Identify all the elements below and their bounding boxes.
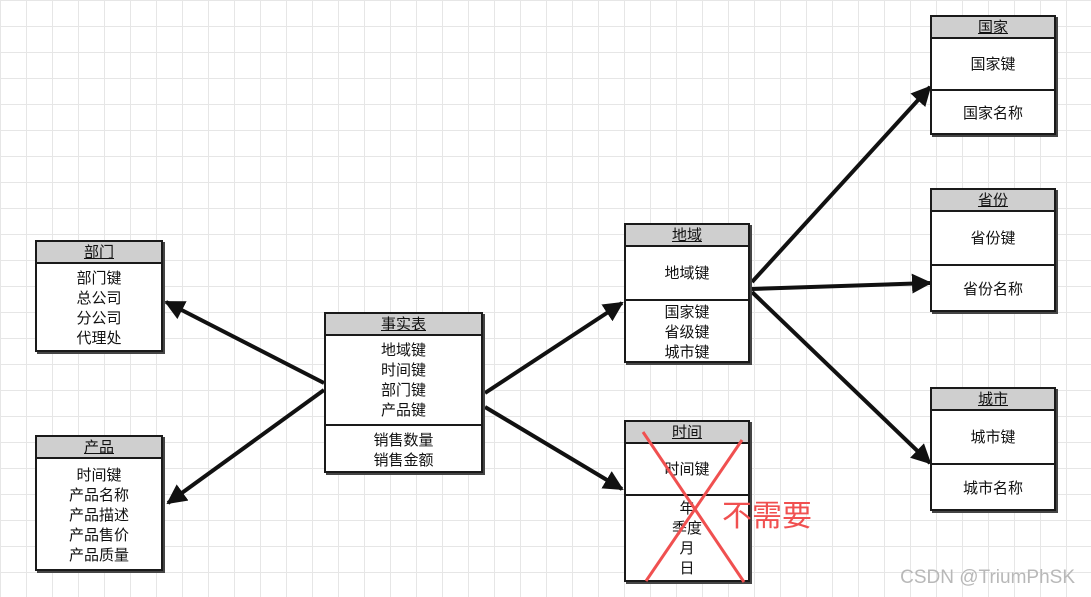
province-table: 省份 省份键 省份名称	[930, 188, 1056, 312]
province-table-header: 省份	[932, 190, 1054, 212]
region-table: 地域 地域键 国家键 省级键 城市键	[624, 223, 750, 363]
product-field: 产品质量	[68, 546, 129, 564]
province-field: 省份名称	[962, 280, 1023, 298]
time-field: 季度	[671, 519, 702, 537]
city-table-header: 城市	[932, 389, 1054, 411]
dept-table-title: 部门	[83, 243, 114, 261]
not-needed-annotation: 不需要	[722, 499, 812, 534]
arrow-region-to-province	[751, 273, 932, 294]
region-table-fields: 国家键 省级键 城市键	[626, 299, 748, 363]
fact-measure-field: 销售数量	[373, 430, 434, 449]
time-key-field: 时间键	[664, 460, 710, 478]
dept-field: 代理处	[76, 329, 122, 347]
product-field: 产品售价	[68, 526, 129, 544]
country-table-title: 国家	[977, 18, 1008, 36]
arrow-fact-to-time	[483, 405, 624, 491]
dept-table-header: 部门	[37, 242, 161, 264]
dept-field: 部门键	[76, 269, 122, 287]
dept-table: 部门 部门键 总公司 分公司 代理处	[35, 240, 163, 352]
time-field: 月	[679, 539, 695, 557]
fact-table: 事实表 地域键 时间键 部门键 产品键 销售数量 销售金额	[324, 312, 483, 473]
dept-table-fields: 部门键 总公司 分公司 代理处	[37, 264, 161, 352]
arrow-region-to-city	[750, 290, 932, 465]
province-table-key: 省份键	[932, 212, 1054, 264]
province-key-field: 省份键	[970, 229, 1016, 247]
product-field: 时间键	[76, 466, 122, 484]
city-field: 城市名称	[962, 479, 1023, 497]
country-table-key: 国家键	[932, 39, 1054, 89]
city-table-key: 城市键	[932, 411, 1054, 463]
product-table: 产品 时间键 产品名称 产品描述 产品售价 产品质量	[35, 435, 163, 571]
dept-field: 分公司	[76, 309, 122, 327]
region-key-field: 地域键	[664, 264, 710, 282]
time-table-header: 时间	[626, 422, 748, 444]
city-table: 城市 城市键 城市名称	[930, 387, 1056, 511]
country-key-field: 国家键	[970, 55, 1016, 73]
dept-field: 总公司	[76, 289, 122, 307]
fact-table-title: 事实表	[380, 315, 426, 333]
fact-measure-field: 销售金额	[373, 450, 434, 469]
fact-key-field: 产品键	[380, 401, 426, 419]
time-table-key: 时间键	[626, 444, 748, 494]
fact-table-measures: 销售数量 销售金额	[326, 424, 481, 473]
city-table-fields: 城市名称	[932, 463, 1054, 511]
arrow-fact-to-product	[166, 388, 326, 505]
province-table-title: 省份	[977, 191, 1008, 209]
region-table-header: 地域	[626, 225, 748, 247]
region-field: 城市键	[664, 343, 710, 361]
region-field: 省级键	[664, 323, 710, 341]
country-field: 国家名称	[962, 104, 1023, 122]
country-table-header: 国家	[932, 17, 1054, 39]
city-key-field: 城市键	[970, 428, 1016, 446]
province-table-fields: 省份名称	[932, 264, 1054, 312]
product-field: 产品名称	[68, 486, 129, 504]
fact-key-field: 时间键	[380, 361, 426, 379]
region-table-title: 地域	[671, 226, 702, 244]
fact-key-field: 地域键	[380, 341, 426, 359]
region-table-key: 地域键	[626, 247, 748, 299]
time-field: 日	[679, 559, 695, 577]
arrow-region-to-country	[750, 85, 932, 284]
fact-table-keys: 地域键 时间键 部门键 产品键	[326, 336, 481, 424]
time-table-title: 时间	[671, 423, 702, 441]
fact-table-header: 事实表	[326, 314, 481, 336]
arrow-fact-to-region	[483, 301, 624, 395]
country-table-fields: 国家名称	[932, 89, 1054, 135]
product-table-fields: 时间键 产品名称 产品描述 产品售价 产品质量	[37, 459, 161, 571]
arrow-fact-to-dept	[164, 300, 325, 385]
watermark: CSDN @TriumPhSK	[900, 567, 1075, 588]
fact-key-field: 部门键	[380, 381, 426, 399]
time-field: 年	[679, 499, 695, 517]
product-field: 产品描述	[68, 506, 129, 524]
region-field: 国家键	[664, 303, 710, 321]
product-table-title: 产品	[83, 438, 114, 456]
city-table-title: 城市	[977, 390, 1008, 408]
country-table: 国家 国家键 国家名称	[930, 15, 1056, 135]
product-table-header: 产品	[37, 437, 161, 459]
